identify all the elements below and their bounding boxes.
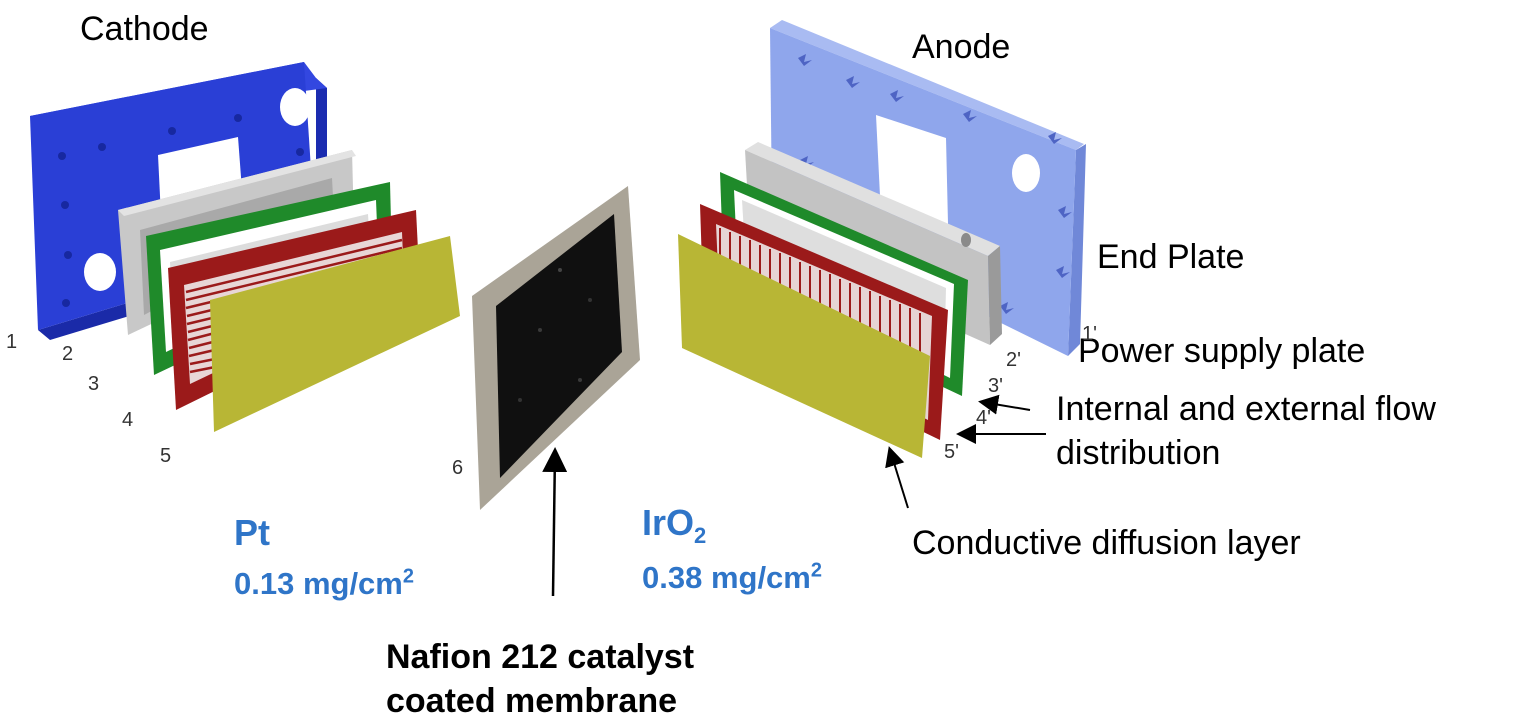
part-number-3-prime: 3' (988, 375, 1003, 397)
cathode-catalyst-name: Pt (234, 512, 270, 553)
part-number-3: 3 (88, 373, 100, 395)
anode-catalyst-loading: 0.38 mg/cm2 (642, 559, 822, 595)
end-plate-label: End Plate (1097, 238, 1245, 276)
catalyst-coated-membrane (472, 186, 640, 510)
part-number-5: 5 (160, 445, 172, 467)
arrow-diffusion-layer (885, 446, 909, 509)
anode-label: Anode (912, 28, 1011, 66)
part-number-1-prime: 1' (1082, 323, 1097, 345)
part-number-6: 6 (452, 457, 464, 479)
cathode-diffusion-layer (210, 236, 460, 432)
anode-catalyst-name: IrO2 (642, 502, 707, 548)
arrow-membrane (542, 447, 568, 597)
membrane-label-line1: Nafion 212 catalyst (386, 638, 695, 676)
power-supply-plate-label: Power supply plate (1078, 332, 1366, 370)
flow-distribution-label-line1: Internal and external flow (1056, 390, 1436, 428)
cathode-catalyst-loading: 0.13 mg/cm2 (234, 565, 414, 601)
diffusion-layer-label: Conductive diffusion layer (912, 524, 1301, 562)
membrane-label-line2: coated membrane (386, 682, 677, 720)
part-number-2-prime: 2' (1006, 349, 1021, 371)
flow-distribution-label-line2: distribution (1056, 434, 1221, 472)
part-number-5-prime: 5' (944, 441, 959, 463)
part-number-1: 1 (6, 331, 18, 353)
part-number-2: 2 (62, 343, 74, 365)
cathode-label: Cathode (80, 10, 209, 48)
part-number-4: 4 (122, 409, 134, 431)
part-number-4-prime: 4' (976, 407, 991, 429)
arrow-flow-1 (978, 394, 1031, 415)
anode-diffusion-layer (678, 234, 930, 458)
